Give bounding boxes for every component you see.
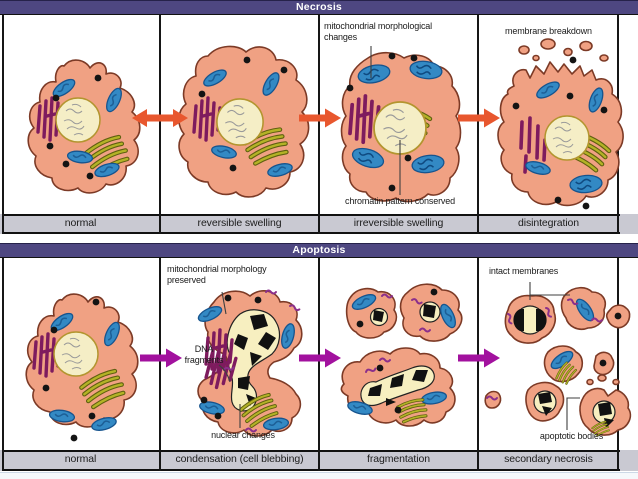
annotation-membrane-breakdown: membrane breakdown: [505, 26, 592, 36]
dispersed-er-rods: [519, 116, 547, 174]
necrosis-divider-3: [477, 15, 479, 234]
leader-mitochondria-preserved: [221, 291, 227, 315]
annotation-dna-fragments: DNA fragments: [184, 344, 224, 365]
leader-intact-membranes: [529, 282, 570, 300]
necrosis-right-border: [617, 15, 619, 234]
apoptosis-divider-2: [318, 258, 320, 471]
stage-label-condensation: condensation (cell blebbing): [175, 453, 304, 465]
annotation-chromatin-conserved: chromatin pattern conserved: [344, 196, 455, 206]
apoptosis-left-border: [2, 258, 4, 471]
annotation-mitochondria-preserved: mitochondrial morphology preserved: [167, 264, 267, 285]
apoptosis-divider-3: [477, 258, 479, 471]
stage-label-normal: normal: [64, 217, 97, 229]
stage-label-secondary-necrosis: secondary necrosis: [504, 453, 593, 465]
stage-label-irreversible-swelling: irreversible swelling: [353, 217, 444, 229]
apoptosis-right-border: [617, 258, 619, 471]
necrosis-disintegration-cell: [497, 38, 624, 210]
apoptosis-normal-cell: [25, 293, 139, 442]
necrosis-normal-cell: [27, 59, 141, 194]
stage-label-reversible-swelling: reversible swelling: [197, 217, 282, 229]
necrosis-divider-1: [159, 15, 161, 234]
apoptosis-label-bar: [2, 450, 620, 471]
necrosis-arrow-right-2: [458, 108, 500, 128]
apoptosis-panel-header: Apoptosis: [0, 243, 638, 258]
necrosis-panel-header: Necrosis: [0, 0, 638, 15]
necrosis-reversible-swelling-cell: [178, 45, 310, 198]
apoptosis-arrow-right-3: [458, 348, 500, 368]
bottom-margin-strip: [0, 472, 638, 479]
annotation-nuclear-changes: nuclear changes: [211, 430, 275, 440]
leader-apoptotic-bodies: [566, 397, 580, 430]
necrosis-title: Necrosis: [296, 1, 342, 13]
stage-label-normal-apoptosis: normal: [64, 453, 97, 465]
stage-label-disintegration: disintegration: [517, 217, 580, 229]
stage-label-fragmentation: fragmentation: [367, 453, 430, 465]
leader-dna-fragments: [218, 364, 231, 383]
necrosis-left-border: [2, 15, 4, 234]
annotation-intact-membranes: intact membranes: [489, 266, 559, 276]
necrosis-arrow-right-1: [299, 108, 341, 128]
necrosis-divider-2: [318, 15, 320, 234]
necrosis-irreversible-swelling-cell: [340, 51, 462, 203]
apoptosis-secondary-necrosis-bodies: [484, 286, 632, 439]
membrane-fragments: [518, 38, 609, 64]
necrosis-label-bar: [2, 214, 620, 234]
apoptosis-divider-1: [159, 258, 161, 471]
apoptosis-title: Apoptosis: [292, 244, 346, 256]
apoptosis-arrow-right-2: [299, 348, 341, 368]
annotation-apoptotic-bodies: apoptotic bodies: [539, 431, 604, 441]
apoptosis-fragmentation-cells: [340, 283, 463, 430]
annotation-mitochondrial-changes: mitochondrial morphological changes: [324, 21, 433, 42]
